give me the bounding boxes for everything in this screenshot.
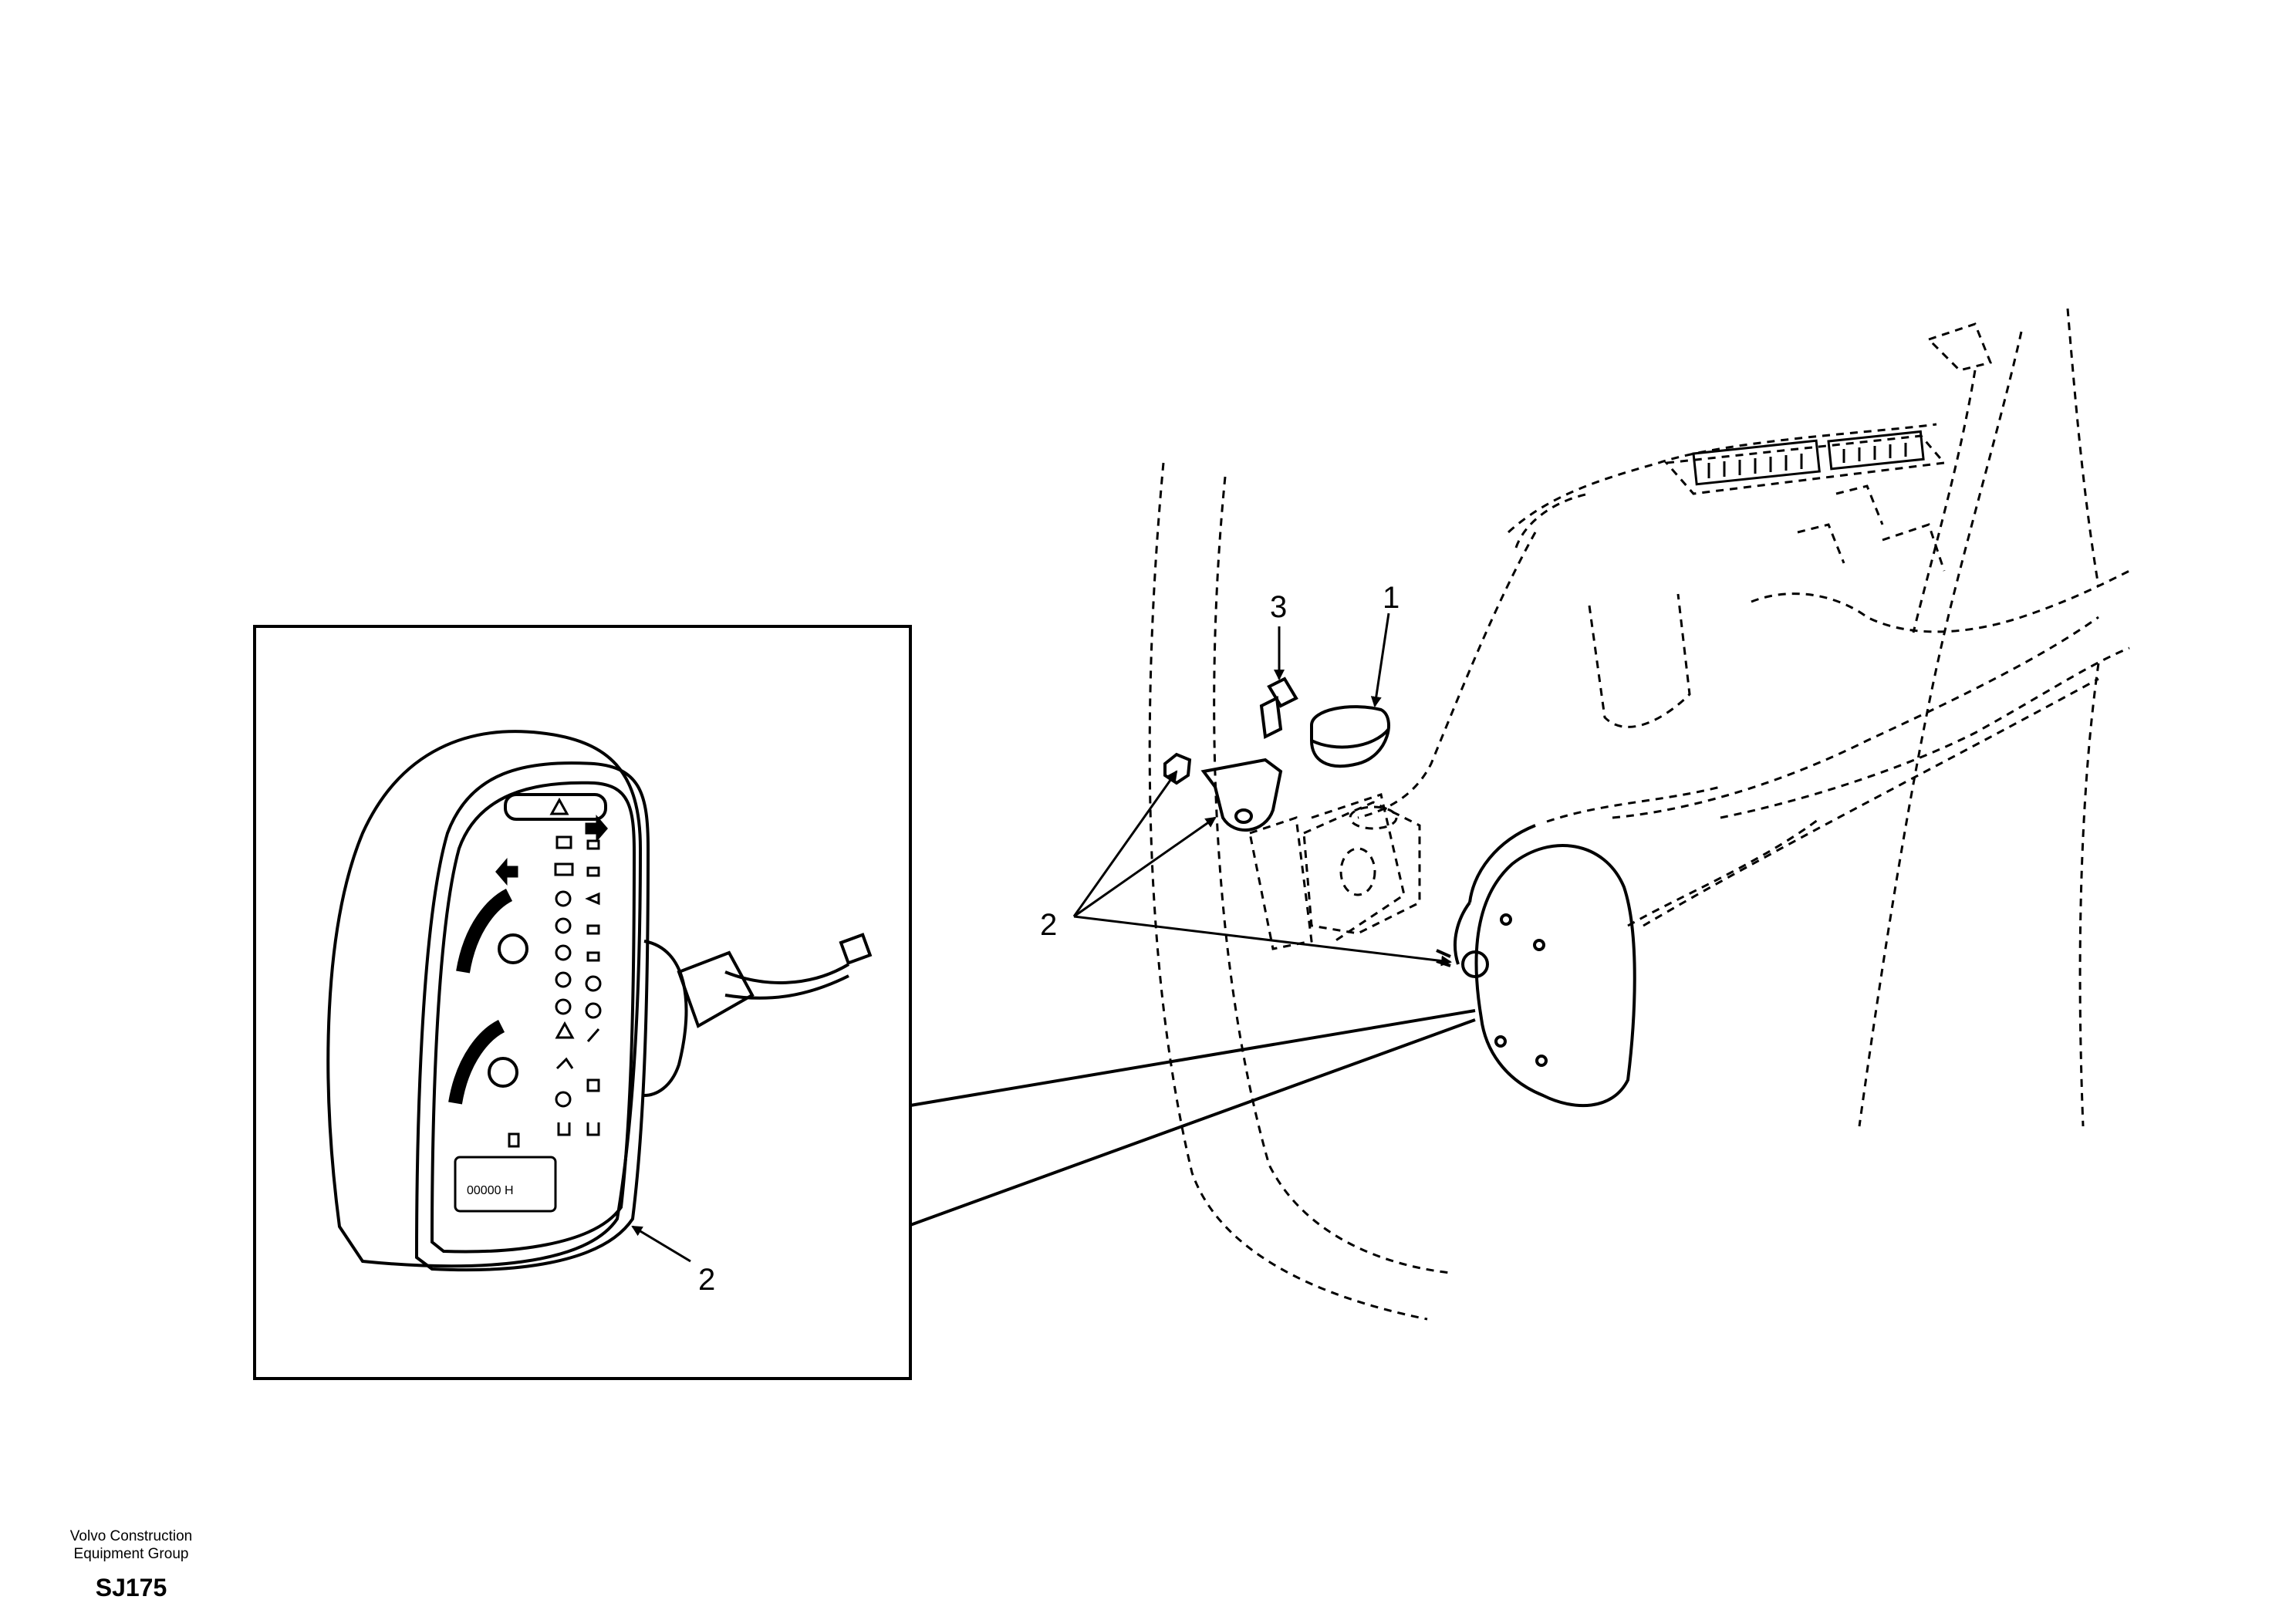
instrument-panel-icons	[495, 797, 608, 1148]
temperature-icon	[555, 917, 572, 934]
machine-outline-dashed	[1148, 308, 2130, 1321]
oil-pressure-icon	[555, 890, 572, 907]
diagram-code: SJ175	[95, 1574, 167, 1601]
wiring-harness-dashed	[1546, 785, 1822, 927]
headlight-icon	[555, 835, 572, 849]
callout-part-1: 1	[1383, 581, 1400, 615]
part-2-bracket	[1200, 758, 1283, 832]
publisher-name-line2: Equipment Group	[73, 1546, 189, 1562]
zoom-leader-lines	[910, 1009, 1476, 1227]
fuel-icon	[508, 1132, 520, 1148]
installed-instrument-panel	[1436, 824, 1636, 1108]
battery-icon	[554, 862, 574, 876]
mounting-block	[1302, 801, 1421, 935]
callout-part-3: 3	[1270, 590, 1287, 624]
part-1-grommet	[1310, 705, 1390, 768]
turn-arrow-left-icon	[495, 857, 518, 886]
publisher-name-line1: Volvo Construction	[69, 1528, 193, 1544]
detail-inset-frame	[253, 625, 912, 1380]
turn-arrow-right-icon	[585, 814, 608, 843]
hour-counter-readout: 00000 H	[467, 1184, 514, 1197]
callout-part-2-inset: 2	[698, 1263, 715, 1297]
part-3-bolt	[1259, 677, 1298, 740]
instrument-panel-detail	[326, 730, 873, 1272]
warning-triangle-icon	[549, 797, 569, 815]
part-2-nut	[1163, 752, 1192, 785]
callout-part-2-group: 2	[1040, 908, 1057, 942]
publisher-footer: Volvo Construction Equipment Group SJ175	[31, 1527, 231, 1602]
callout-leaders	[631, 613, 1452, 1263]
cab-control-panel	[1663, 430, 1947, 495]
